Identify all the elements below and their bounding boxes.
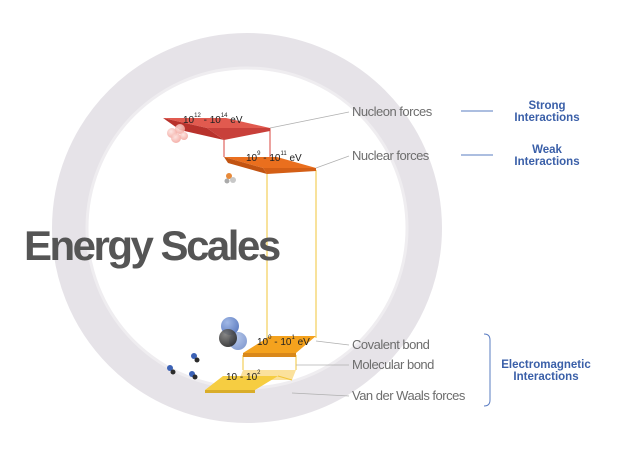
nuclear-particles-illustration (224, 173, 236, 184)
plate-nucleon (163, 118, 270, 140)
range-vanderwaals: 10 - 102 (226, 370, 261, 383)
label-molecular-bond: Molecular bond (352, 357, 434, 372)
plate-nuclear (224, 157, 316, 174)
range-nuclear: 109 - 1011 eV (246, 151, 302, 164)
background-ring (52, 33, 442, 423)
label-vanderwaals-forces: Van der Waals forces (352, 388, 465, 403)
range-nucleon: 1012 - 1014 eV (183, 113, 243, 126)
group-electromagnetic-interactions: Electromagnetic Interactions (501, 359, 591, 383)
label-nucleon-forces: Nucleon forces (352, 104, 432, 119)
plate-vanderwaals (205, 375, 293, 393)
label-covalent-bond: Covalent bond (352, 337, 430, 352)
leader-lines (269, 111, 350, 397)
range-covalent: 100 - 101 eV (257, 335, 310, 348)
group-strong-interactions: Strong Interactions (514, 100, 580, 124)
page-title: Energy Scales (24, 222, 281, 269)
atom-particles-illustration (219, 317, 247, 350)
column-nuclear-to-covalent (266, 170, 317, 338)
plate-covalent (243, 336, 316, 357)
label-nuclear-forces: Nuclear forces (352, 148, 429, 163)
column-covalent-to-molecular (242, 355, 297, 370)
molecule-particles-illustration (167, 353, 200, 380)
electromagnetic-bracket (483, 333, 491, 407)
nucleus-particles-illustration (167, 124, 188, 143)
group-weak-interactions: Weak Interactions (514, 144, 580, 168)
